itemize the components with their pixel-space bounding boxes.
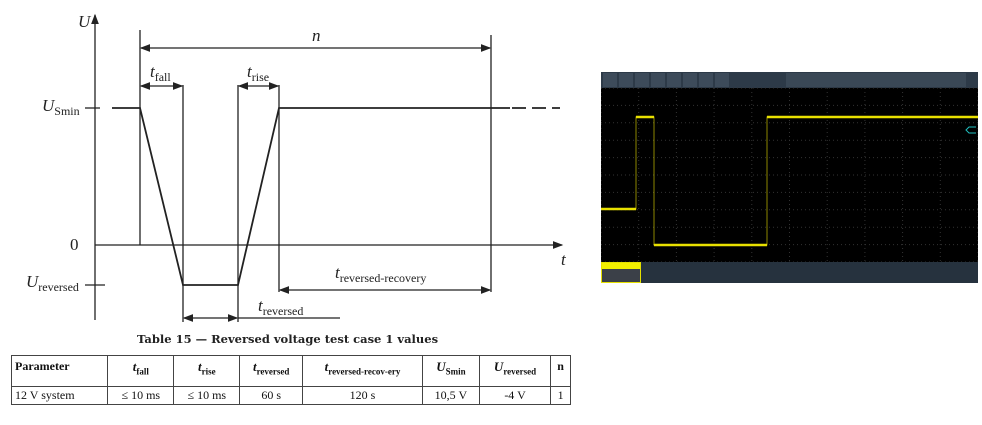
- table-cell: 1: [550, 386, 571, 405]
- table-cell: ≤ 10 ms: [173, 386, 241, 405]
- trigger-marker-icon: [965, 126, 976, 134]
- oscilloscope-screenshot: [601, 72, 978, 283]
- column-header: Parameter: [10, 355, 109, 387]
- t-reversed-label: treversed: [258, 296, 304, 318]
- scope-toolbar: [601, 72, 978, 88]
- scope-trace-area: [601, 87, 978, 263]
- table-caption: Table 15 — Reversed voltage test case 1 …: [136, 332, 439, 346]
- n-label: n: [312, 26, 321, 45]
- scope-bottom-bar: [601, 262, 978, 283]
- x-axis-label: t: [561, 250, 566, 269]
- scope-trace: [601, 116, 978, 246]
- column-header: tfall: [107, 355, 175, 387]
- table-cell: 120 s: [302, 386, 423, 405]
- table-cell: ≤ 10 ms: [107, 386, 175, 405]
- channel-1-box: [601, 262, 641, 283]
- table-cell: 10,5 V: [421, 386, 480, 405]
- zero-label: 0: [70, 235, 79, 254]
- column-header: treversed-recov-ery: [302, 355, 423, 387]
- waveform: [112, 107, 510, 286]
- u-smin-label: USmin: [42, 96, 80, 118]
- column-header: USmin: [421, 355, 480, 387]
- column-header: trise: [173, 355, 241, 387]
- t-fall-label: tfall: [150, 62, 171, 84]
- table-cell: -4 V: [478, 386, 552, 405]
- column-header: Ureversed: [478, 355, 552, 387]
- t-recovery-label: treversed-recovery: [335, 263, 427, 285]
- reversed-voltage-waveform-diagram: [85, 13, 564, 322]
- y-axis-label: U: [78, 12, 91, 31]
- table-cell: 60 s: [239, 386, 304, 405]
- t-rise-label: trise: [247, 62, 270, 84]
- table-cell: 12 V system: [10, 386, 109, 405]
- column-header: n: [550, 355, 571, 387]
- u-reversed-label: Ureversed: [26, 272, 79, 294]
- column-header: treversed: [239, 355, 304, 387]
